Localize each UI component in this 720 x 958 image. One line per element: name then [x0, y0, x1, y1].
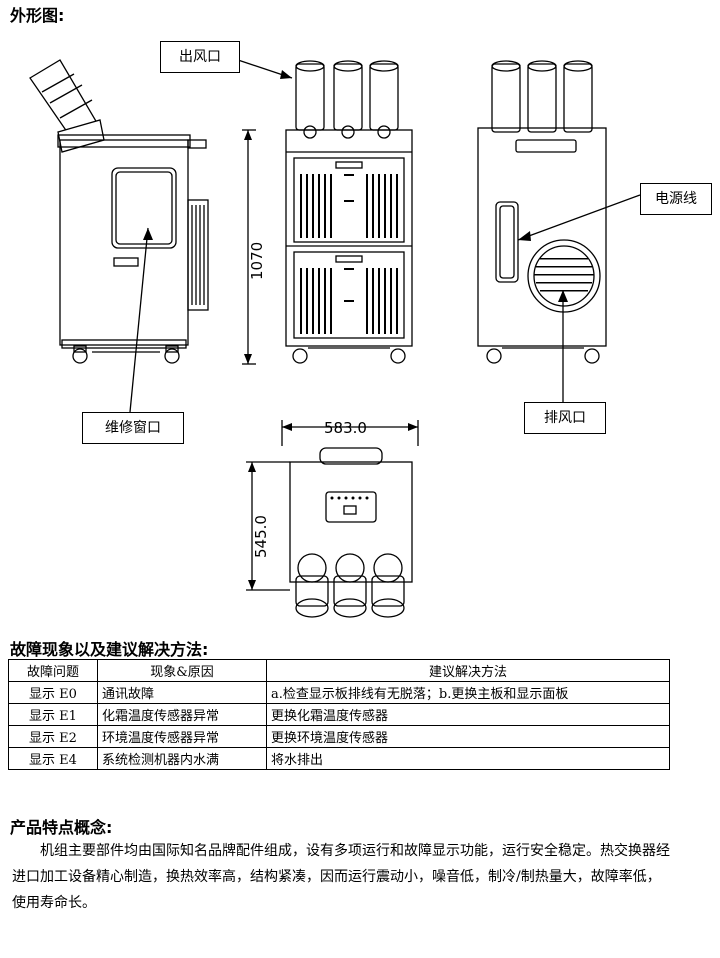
callout-power-cord: 电源线 [640, 183, 712, 215]
table-row: 显示 E1 化霜温度传感器异常 更换化霜温度传感器 [8, 703, 670, 726]
fault-code: 显示 E0 [8, 681, 98, 704]
features-title: 产品特点概念: [10, 818, 113, 837]
table-row: 显示 E2 环境温度传感器异常 更换环境温度传感器 [8, 725, 670, 748]
appearance-title: 外形图: [10, 6, 65, 25]
top-view [289, 447, 413, 618]
side-view [29, 59, 209, 364]
fault-solution: 更换环境温度传感器 [266, 725, 670, 748]
features-paragraph: 机组主要部件均由国际知名品牌配件组成，设有多项运行和故障显示功能，运行安全稳定。… [12, 843, 670, 911]
dim-width: 583.0 [324, 419, 367, 437]
back-view [477, 60, 607, 364]
fault-cause: 系统检测机器内水满 [97, 747, 267, 770]
fault-code: 显示 E2 [8, 725, 98, 748]
fault-solution: a.检查显示板排线有无脱落；b.更换主板和显示面板 [266, 681, 670, 704]
front-view [285, 60, 413, 364]
table-row: 显示 E4 系统检测机器内水满 将水排出 [8, 747, 670, 770]
fault-header-solution: 建议解决方法 [266, 659, 670, 682]
fault-solution: 将水排出 [266, 747, 670, 770]
appearance-drawing: 1070 583.0 545.0 [29, 59, 641, 618]
table-row: 显示 E0 通讯故障 a.检查显示板排线有无脱落；b.更换主板和显示面板 [8, 681, 670, 704]
fault-solution: 更换化霜温度传感器 [266, 703, 670, 726]
faults-title: 故障现象以及建议解决方法: [10, 640, 209, 659]
dim-height: 1070 [248, 242, 266, 280]
fault-cause: 环境温度传感器异常 [97, 725, 267, 748]
fault-cause: 化霜温度传感器异常 [97, 703, 267, 726]
dim-depth: 545.0 [252, 515, 270, 558]
callout-exhaust: 排风口 [524, 402, 606, 434]
callout-maintenance-window: 维修窗口 [82, 412, 184, 444]
fault-header-cause: 现象&原因 [97, 659, 267, 682]
callout-outlet: 出风口 [160, 41, 240, 73]
fault-code: 显示 E1 [8, 703, 98, 726]
fault-code: 显示 E4 [8, 747, 98, 770]
fault-header-problem: 故障问题 [8, 659, 98, 682]
fault-table: 故障问题 现象&原因 建议解决方法 显示 E0 通讯故障 a.检查显示板排线有无… [8, 659, 670, 770]
fault-cause: 通讯故障 [97, 681, 267, 704]
